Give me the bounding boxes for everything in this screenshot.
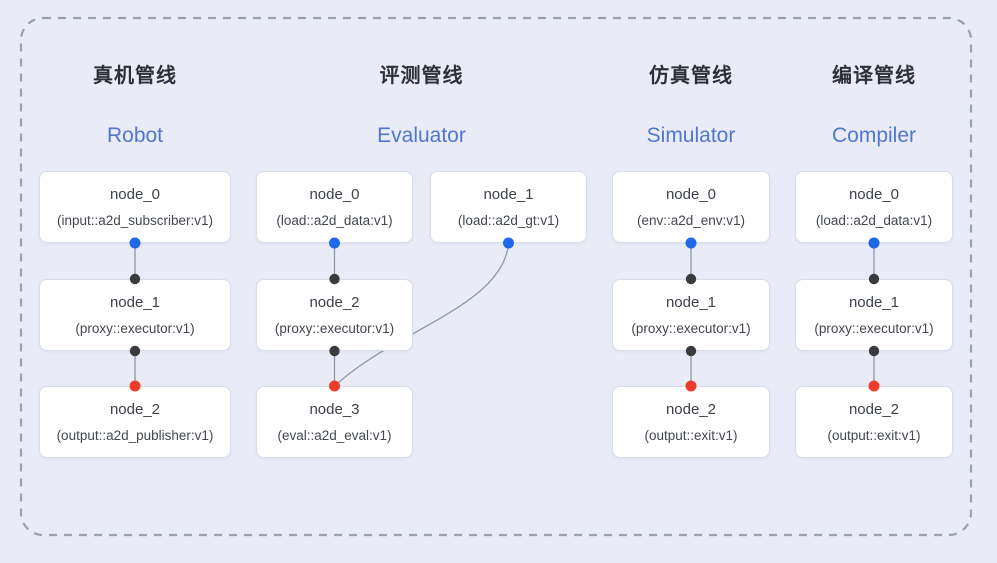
node-title: node_0 (665, 185, 717, 203)
node-title: node_2 (109, 400, 161, 418)
node-box-simulator-node1: node_1 (proxy::executor:v1) (612, 279, 770, 351)
node-box-evaluator-node3: node_3 (eval::a2d_eval:v1) (256, 386, 413, 458)
node-title: node_3 (309, 400, 360, 418)
node-title: node_1 (109, 293, 161, 311)
pipeline-title-en-simulator: Simulator (646, 124, 736, 147)
node-subtitle: (output::a2d_publisher:v1) (56, 427, 214, 443)
node-title: node_0 (848, 185, 900, 203)
node-title: node_1 (665, 293, 717, 311)
node-subtitle: (proxy::executor:v1) (75, 320, 195, 336)
node-subtitle: (proxy::executor:v1) (274, 320, 395, 336)
pipeline-title-cn-robot: 真机管线 (93, 65, 177, 87)
node-title: node_2 (309, 293, 360, 311)
node-title: node_1 (848, 293, 900, 311)
node-subtitle: (load::a2d_gt:v1) (457, 212, 560, 228)
node-box-robot-node1: node_1 (proxy::executor:v1) (39, 279, 231, 351)
node-subtitle: (output::exit:v1) (644, 427, 738, 443)
node-subtitle: (proxy::executor:v1) (631, 320, 751, 336)
node-subtitle: (proxy::executor:v1) (814, 320, 934, 336)
node-subtitle: (input::a2d_subscriber:v1) (56, 212, 214, 228)
pipeline-title-cn-simulator: 仿真管线 (649, 65, 733, 87)
pipeline-title-en-robot: Robot (106, 124, 164, 147)
node-box-evaluator-node1: node_1 (load::a2d_gt:v1) (430, 171, 587, 243)
node-title: node_0 (109, 185, 161, 203)
node-box-compiler-node0: node_0 (load::a2d_data:v1) (795, 171, 953, 243)
node-box-simulator-node2: node_2 (output::exit:v1) (612, 386, 770, 458)
node-box-robot-node0: node_0 (input::a2d_subscriber:v1) (39, 171, 231, 243)
node-subtitle: (env::a2d_env:v1) (636, 212, 746, 228)
node-box-compiler-node2: node_2 (output::exit:v1) (795, 386, 953, 458)
node-box-compiler-node1: node_1 (proxy::executor:v1) (795, 279, 953, 351)
node-title: node_0 (309, 185, 360, 203)
node-box-simulator-node0: node_0 (env::a2d_env:v1) (612, 171, 770, 243)
node-title: node_1 (483, 185, 534, 203)
pipeline-title-en-evaluator: Evaluator (377, 124, 466, 147)
node-box-evaluator-node0: node_0 (load::a2d_data:v1) (256, 171, 413, 243)
pipeline-title-cn-evaluator: 评测管线 (379, 65, 464, 87)
node-box-robot-node2: node_2 (output::a2d_publisher:v1) (39, 386, 231, 458)
node-box-evaluator-node2: node_2 (proxy::executor:v1) (256, 279, 413, 351)
node-title: node_2 (665, 400, 717, 418)
node-subtitle: (eval::a2d_eval:v1) (277, 427, 392, 443)
node-subtitle: (load::a2d_data:v1) (276, 212, 393, 228)
node-title: node_2 (848, 400, 900, 418)
node-subtitle: (load::a2d_data:v1) (815, 212, 933, 228)
pipeline-title-en-compiler: Compiler (831, 124, 917, 147)
pipeline-title-cn-compiler: 编译管线 (832, 65, 916, 87)
node-subtitle: (output::exit:v1) (827, 427, 921, 443)
